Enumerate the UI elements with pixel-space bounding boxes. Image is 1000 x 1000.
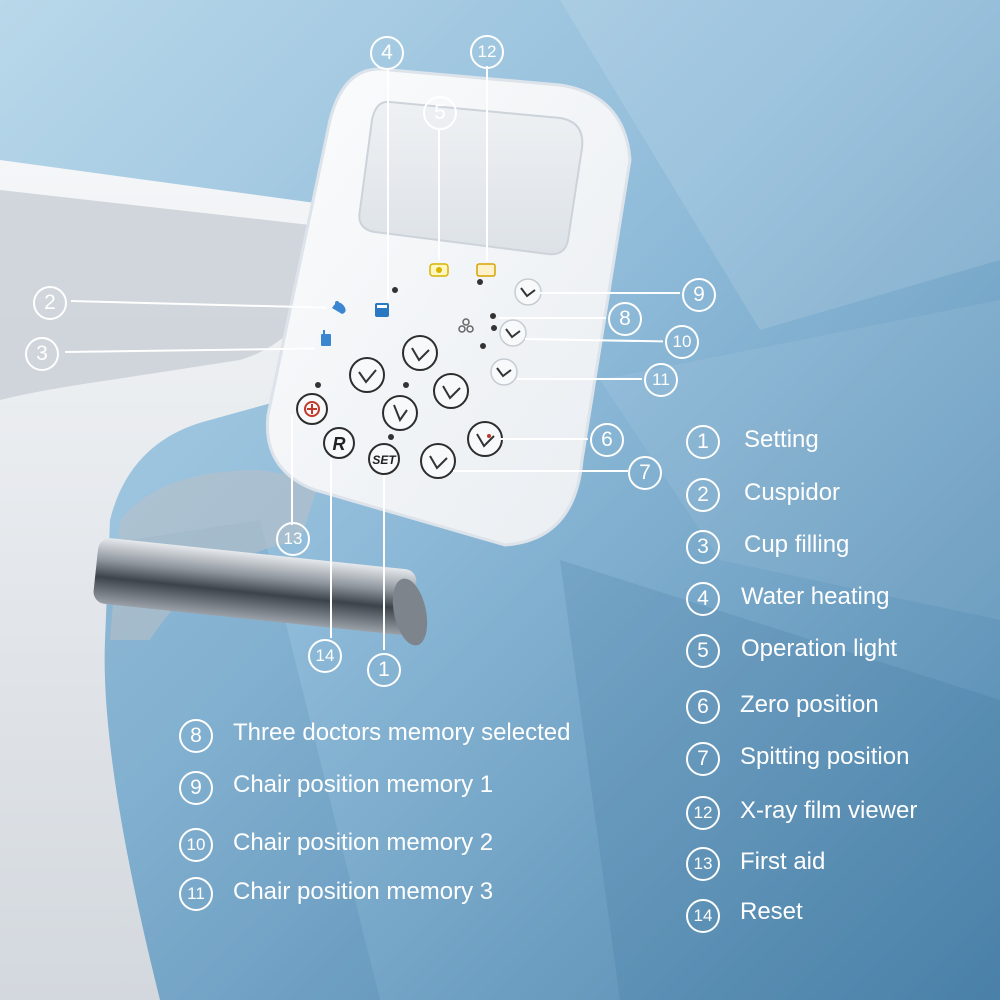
callout-6: 6 [590,423,624,457]
legend-number: 4 [686,582,720,616]
callout-1: 1 [367,653,401,687]
callout-9: 9 [682,278,716,312]
panel-screen [358,100,584,256]
chair-back-up-button[interactable] [402,335,438,371]
status-dot [480,343,486,349]
xray-viewer-icon[interactable] [476,263,496,277]
status-dot [315,382,321,388]
chair-back-down-button[interactable] [433,373,469,409]
leader-line-9 [540,292,680,294]
status-dot [477,279,483,285]
legend-number: 9 [179,771,213,805]
status-dot [388,434,394,440]
legend-number: 3 [686,530,720,564]
callout-5: 5 [423,96,457,130]
set-button[interactable]: SET [368,443,400,475]
memory-1-button[interactable] [514,278,542,306]
callout-8: 8 [608,302,642,336]
first-aid-button[interactable] [296,393,328,425]
status-dot [491,325,497,331]
callout-11: 11 [644,363,678,397]
background-facet [560,560,1000,1000]
legend-number: 1 [686,425,720,459]
legend-number: 10 [179,828,213,862]
callout-14: 14 [308,639,342,673]
callout-7: 7 [628,456,662,490]
legend-number: 5 [686,634,720,668]
callout-4: 4 [370,36,404,70]
legend-number: 11 [179,877,213,911]
memory-2-button[interactable] [499,319,527,347]
chair-up-button[interactable] [349,357,385,393]
status-dot [392,287,398,293]
leader-line-7 [453,470,628,472]
legend-number: 14 [686,899,720,933]
leader-line-4 [387,70,389,300]
callout-2: 2 [33,286,67,320]
cup-filling-icon[interactable] [321,330,331,346]
legend-label-chair-memory-1: Chair position memory 1 [233,771,494,798]
legend-label-chair-memory-3: Chair position memory 3 [233,878,494,905]
callout-10: 10 [665,325,699,359]
callout-3: 3 [25,337,59,371]
callout-12: 12 [470,35,504,69]
status-dot [403,382,409,388]
water-heating-icon[interactable] [375,303,389,317]
callout-13: 13 [276,522,310,556]
leader-line-5 [438,130,440,260]
legend-label-cuspidor: Cuspidor [744,479,841,506]
chair-arm-groove [0,190,312,400]
operation-light-icon[interactable] [429,263,449,277]
reset-button[interactable]: R [323,427,355,459]
leader-line-10 [524,338,663,343]
chair-down-button[interactable] [382,395,418,431]
set-button-label: SET [372,453,397,467]
leader-line-13 [291,415,293,525]
legend-label-three-doctors-memory: Three doctors memory selected [233,719,571,746]
leader-line-3 [64,347,315,353]
memory-3-button[interactable] [490,358,518,386]
doctors-memory-icon[interactable] [458,318,474,333]
leader-line-12 [486,66,488,261]
legend-number: 2 [686,478,720,512]
legend-number: 6 [686,690,720,724]
leader-line-11 [517,378,642,380]
legend-number: 13 [686,847,720,881]
leader-line-14 [330,458,332,638]
status-dot [490,313,496,319]
legend-number: 8 [179,719,213,753]
leader-line-2 [70,300,326,309]
background-facet [560,0,1000,330]
legend-label-water-heating: Water heating [741,583,890,610]
legend-label-zero-position: Zero position [740,691,879,718]
legend-label-first-aid: First aid [740,848,826,875]
legend-label-reset: Reset [740,898,803,925]
background-facet [600,300,1000,620]
legend-label-chair-memory-2: Chair position memory 2 [233,829,494,856]
spitting-position-button[interactable] [420,443,456,479]
leader-line-1 [383,475,385,650]
legend-number: 7 [686,742,720,776]
reset-button-label: R [333,434,346,454]
metal-rod [93,538,417,635]
legend-label-cup-filling: Cup filling [744,531,850,558]
leader-line-8 [498,317,606,319]
legend-label-operation-light: Operation light [741,635,898,662]
legend-label-xray-film-viewer: X-ray film viewer [740,797,918,824]
legend-label-setting: Setting [744,426,819,453]
metal-rod-end [392,578,428,646]
legend-label-spitting-position: Spitting position [740,743,910,770]
cuspidor-icon[interactable] [332,301,346,314]
leader-line-6 [500,438,588,440]
legend-number: 12 [686,796,720,830]
